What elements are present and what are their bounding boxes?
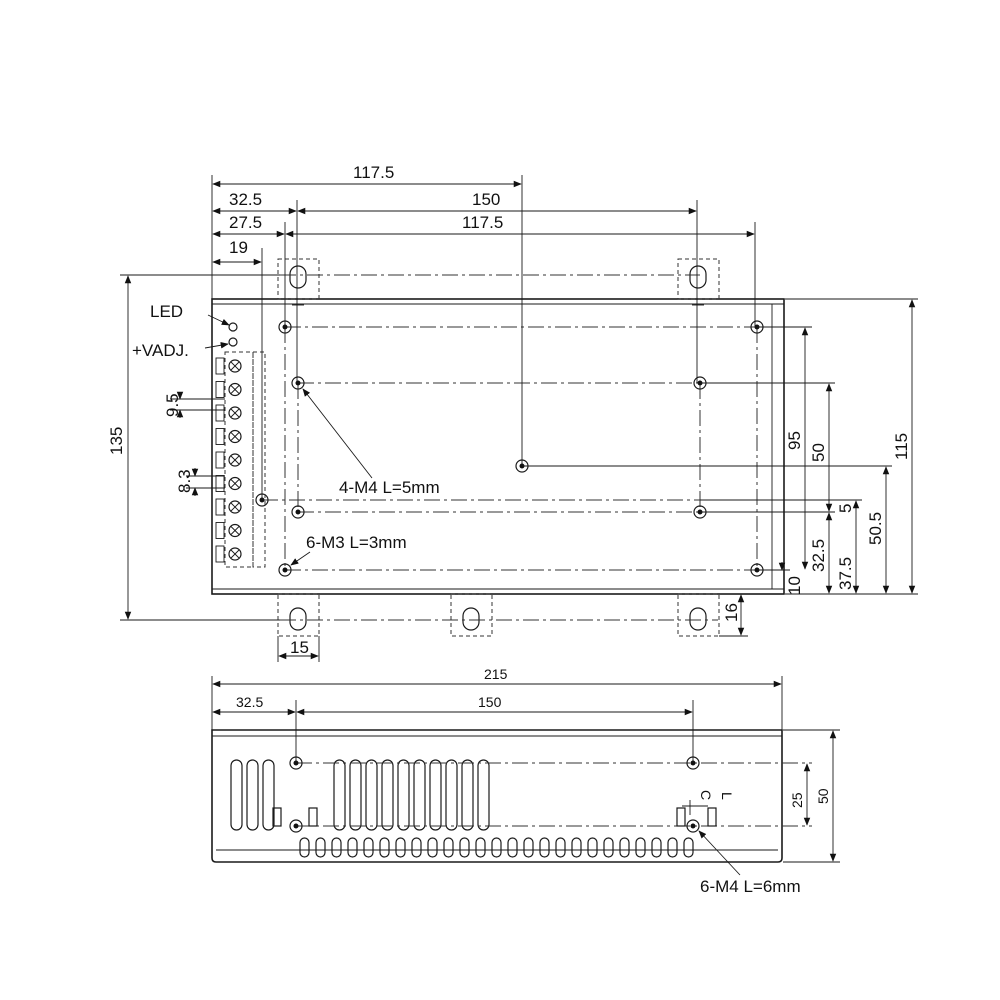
bottom-vent [475,837,486,858]
vent-slot [349,759,362,831]
dim-8-3: 8.3 [175,469,194,493]
side-body-outline [211,729,783,863]
top-view: 117.5 32.5 150 27.5 117.5 19 135 [107,163,918,662]
dim-32-5-vertical: 32.5 [809,539,828,572]
dim-9-5: 9.5 [163,393,182,417]
bottom-vent [651,837,662,858]
vent-slot [413,759,426,831]
vadj-label: +VADJ. [132,341,189,360]
m4-holes-label: 4-M4 L=5mm [339,478,440,497]
vent-slot [365,759,378,831]
terminal-screw [228,406,242,420]
dim-16: 16 [722,603,741,622]
dim-10: 10 [785,576,804,595]
bottom-vent [619,837,630,858]
top-body-outline [211,298,785,595]
side-view: C L 215 32.5 150 25 50 6-M4 L=6mm [211,666,840,896]
terminal-screw [228,476,242,491]
dim-150: 150 [472,190,500,209]
dim-27-5: 27.5 [229,213,262,232]
dim-115: 115 [892,433,911,460]
dim-117-5-top: 117.5 [353,163,394,182]
top-horizontal-dims: 117.5 32.5 150 27.5 117.5 19 [211,163,756,500]
vent-slot [397,759,410,831]
m3-holes-label: 6-M3 L=3mm [306,533,407,552]
bottom-vent [347,837,358,858]
top-callouts: LED +VADJ. 4-M4 L=5mm 6-M3 L=3mm [132,302,440,566]
terminal-screw [228,453,242,467]
dim-5: 5 [836,504,855,513]
terminal-screw [228,547,242,561]
dim-135: 135 [107,427,126,455]
dim-19: 19 [229,238,248,257]
bottom-vent [299,837,310,858]
vent-slot [461,759,474,831]
bottom-vent [635,837,646,858]
bottom-vent [411,837,422,858]
dim-95: 95 [785,431,804,450]
bottom-vent [667,837,678,858]
bottom-vent [443,837,454,858]
bottom-vent [395,837,406,858]
bottom-vent [683,837,694,858]
bottom-vent [491,837,502,858]
vent-slot [262,759,275,831]
dim-50-5: 50.5 [866,512,885,545]
terminal-screw [228,523,242,538]
left-vertical-dims: 135 9.5 8.3 [107,274,280,621]
bottom-vent [459,837,470,858]
terminal-screw [228,429,242,444]
terminal-screw [228,500,242,514]
bottom-vent [363,837,374,858]
bottom-vent [315,837,326,858]
bottom-vent [571,837,582,858]
right-vertical-dims: 115 95 50 32.5 37.5 5 50.5 10 [522,298,918,595]
dim-117-5-second: 117.5 [462,213,503,232]
bottom-vent [603,837,614,858]
dim-215: 215 [484,666,508,682]
bottom-vent [555,837,566,858]
terminal-screw [228,359,242,373]
vent-slot [477,759,490,831]
dim-150-side: 150 [478,694,502,710]
bottom-vent [539,837,550,858]
center-lines [262,274,758,621]
led-label: LED [150,302,183,321]
brackets [277,258,720,637]
dim-25-side: 25 [789,792,805,808]
dim-32-5-side: 32.5 [236,694,263,710]
dim-32-5: 32.5 [229,190,262,209]
mounting-holes [255,320,764,577]
bottom-vent [331,837,342,858]
vent-slot [429,759,442,831]
vent-slot [246,759,259,831]
m4-side-holes-label: 6-M4 L=6mm [700,877,801,896]
vent-slot [333,759,346,831]
terminal-screw [228,382,242,397]
vent-slot [445,759,458,831]
dim-50: 50 [809,443,828,462]
bottom-vent [587,837,598,858]
bracket-dims: 16 15 [277,593,748,662]
bottom-vent [523,837,534,858]
dim-50-side: 50 [815,788,831,804]
bottom-vent [427,837,438,858]
dim-15: 15 [290,638,309,657]
terminal-block [215,322,266,568]
l-label: L [719,792,735,800]
dim-37-5: 37.5 [836,557,855,590]
bottom-vent [379,837,390,858]
vent-slot [230,759,243,831]
c-label: C [698,790,714,800]
bottom-vent [507,837,518,858]
vent-slot [381,759,394,831]
